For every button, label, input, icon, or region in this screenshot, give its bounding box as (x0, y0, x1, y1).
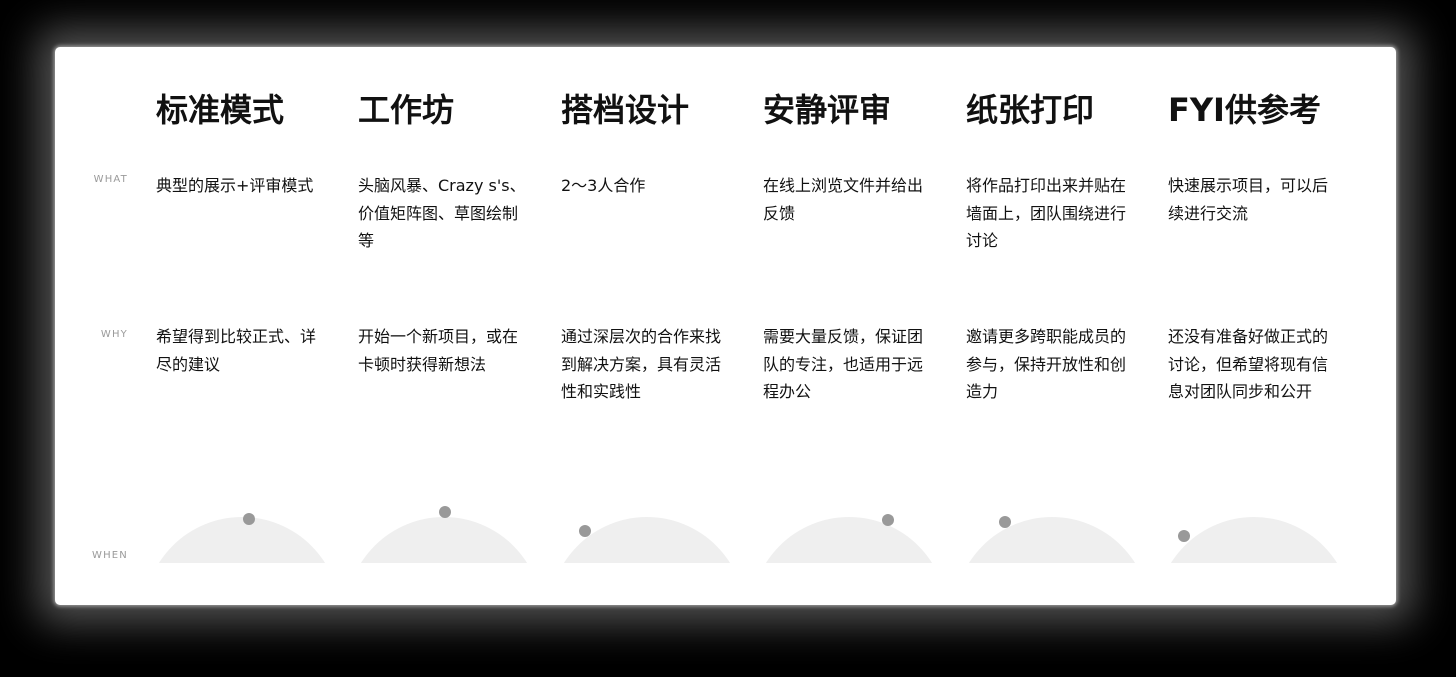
why-text: 还没有准备好做正式的讨论，但希望将现有信息对团队同步和公开 (1168, 327, 1329, 401)
why-text: 通过深层次的合作来找到解决方案，具有灵活性和实践性 (561, 327, 722, 401)
when-dot (999, 516, 1011, 528)
when-arc (763, 517, 935, 563)
when-arc (156, 517, 328, 563)
when-dot (439, 506, 451, 518)
when-indicator (358, 506, 530, 573)
column-title: 安静评审 (763, 91, 892, 129)
what-text: 快速展示项目，可以后续进行交流 (1168, 176, 1329, 223)
when-indicator (1168, 513, 1340, 573)
why-text: 开始一个新项目，或在卡顿时获得新想法 (358, 327, 519, 374)
column-title: FYI供参考 (1168, 91, 1321, 129)
when-indicator (561, 513, 733, 573)
what-text: 头脑风暴、Crazy s's、价值矩阵图、草图绘制等 (358, 176, 526, 250)
column-title: 工作坊 (358, 91, 455, 129)
when-indicator (763, 513, 935, 573)
column-title: 搭档设计 (561, 91, 690, 129)
what-text: 在线上浏览文件并给出反馈 (763, 176, 924, 223)
what-text: 典型的展示+评审模式 (156, 176, 314, 195)
when-arc (358, 517, 530, 563)
row-label-when: WHEN (91, 550, 128, 561)
when-indicator (966, 513, 1138, 573)
when-dot (579, 525, 591, 537)
row-label-what: WHAT (93, 174, 128, 185)
column-title: 标准模式 (156, 91, 285, 129)
review-modes-card: WHAT WHY WHEN 标准模式 典型的展示+评审模式 希望得到比较正式、详… (55, 47, 1396, 605)
row-label-why: WHY (100, 329, 128, 340)
why-text: 希望得到比较正式、详尽的建议 (156, 327, 317, 374)
when-indicator (156, 513, 328, 573)
when-dot (243, 513, 255, 525)
what-text: 2～3人合作 (561, 176, 646, 195)
when-arc (1168, 517, 1340, 563)
why-text: 邀请更多跨职能成员的参与，保持开放性和创造力 (966, 327, 1127, 401)
when-dot (1178, 530, 1190, 542)
column-title: 纸张打印 (966, 91, 1095, 129)
what-text: 将作品打印出来并贴在墙面上，团队围绕进行讨论 (966, 176, 1127, 250)
when-arc (561, 517, 733, 563)
when-arc (966, 517, 1138, 563)
when-dot (882, 514, 894, 526)
why-text: 需要大量反馈，保证团队的专注，也适用于远程办公 (763, 327, 924, 401)
